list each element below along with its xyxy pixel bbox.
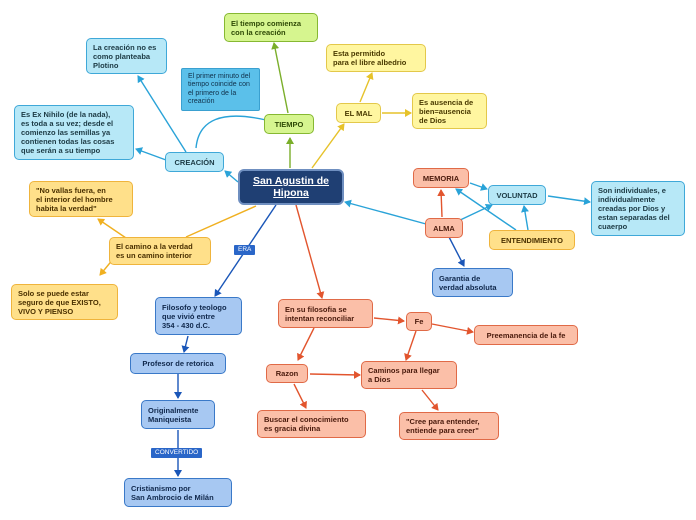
edge-elmal-libre <box>359 72 374 103</box>
node-su-filosofia[interactable]: En su filosofia se intentan reconciliar <box>278 299 373 328</box>
node-caminos[interactable]: Caminos para llegar a Dios <box>361 361 457 389</box>
node-entendimiento[interactable]: ENTENDIMIENTO <box>489 230 575 250</box>
edge-sufilosofia-fe <box>373 316 405 325</box>
edge-center-elmal <box>311 123 345 169</box>
central-topic-label: San Agustin de Hipona <box>252 175 330 199</box>
node-profesor[interactable]: Profesor de retorica <box>130 353 226 374</box>
node-camino-verdad[interactable]: El camino a la verdad es un camino inter… <box>109 237 211 265</box>
node-buscar[interactable]: Buscar el conocimiento es gracia divina <box>257 410 366 438</box>
node-libre-albedrio[interactable]: Esta permitido para el libre albedrio <box>326 44 426 72</box>
node-razon[interactable]: Razon <box>266 364 308 383</box>
edge-center-creacion <box>224 170 239 183</box>
node-tiempo-comienza[interactable]: El tiempo comienza con la creación <box>224 13 318 42</box>
node-maniqueista[interactable]: Originalmente Maniqueista <box>141 400 215 429</box>
edge-camino-novallas <box>97 218 127 239</box>
edge-tiempo-comienza <box>271 42 289 114</box>
edge-creacion-exnihilo <box>135 147 167 161</box>
node-preemanencia[interactable]: Preemanencia de la fe <box>474 325 578 345</box>
node-filosofo[interactable]: Filosofo y teologo que vivió entre 354 -… <box>155 297 242 335</box>
node-individuales[interactable]: Son individuales, e individualmente crea… <box>591 181 685 236</box>
edge-creacion-no-es <box>137 75 187 153</box>
label-convertido: CONVERTIDO <box>151 448 203 458</box>
edge-alma-center <box>344 199 427 225</box>
central-topic-san-agustin[interactable]: San Agustin de Hipona <box>238 169 344 205</box>
node-alma[interactable]: ALMA <box>425 218 463 238</box>
node-creacion-no-es[interactable]: La creación no es como planteaba Plotino <box>86 38 167 74</box>
node-cristianismo[interactable]: Cristianismo por San Ambrocio de Milán <box>124 478 232 507</box>
node-solo-se-puede[interactable]: Solo se puede estar seguro de que EXISTO… <box>11 284 118 320</box>
node-tiempo[interactable]: TIEMPO <box>264 114 314 134</box>
edge-alma-garantia <box>448 236 465 267</box>
node-ausencia-bien[interactable]: Es ausencia de bien=ausencia de Dios <box>412 93 487 129</box>
edge-alma-memoria <box>437 189 446 218</box>
edge-entend-voluntad <box>521 205 529 231</box>
edge-sufilosofia-razon <box>297 327 315 361</box>
node-memoria[interactable]: MEMORIA <box>413 168 469 188</box>
edge-tiempo-primer <box>195 115 267 149</box>
node-voluntad[interactable]: VOLUNTAD <box>488 185 546 205</box>
edge-center-camino <box>185 205 257 238</box>
edge-center-sufilosofia <box>295 204 325 299</box>
label-era: ERA <box>234 245 256 255</box>
node-creacion[interactable]: CREACIÓN <box>165 152 224 172</box>
node-fe[interactable]: Fe <box>406 312 432 331</box>
edge-razon-caminos <box>309 370 361 379</box>
edge-fe-preemanencia <box>431 323 474 335</box>
node-cree-para[interactable]: "Cree para entender, entiende para creer… <box>399 412 499 440</box>
node-garantia[interactable]: Garantia de verdad absoluta <box>432 268 513 297</box>
edge-filosofo-profesor <box>181 335 190 353</box>
edge-entend-memoria <box>455 188 517 231</box>
note-primer-minuto[interactable]: El primer minuto del tiempo coincide con… <box>181 68 260 111</box>
node-ex-nihilo[interactable]: Es Ex Nihilo (de la nada), es toda a su … <box>14 105 134 160</box>
edge-fe-caminos <box>404 330 417 361</box>
edge-voluntad-individuales <box>547 195 591 206</box>
node-el-mal[interactable]: EL MAL <box>336 103 381 123</box>
node-no-vallas[interactable]: "No vallas fuera, en el interior del hom… <box>29 181 133 217</box>
edge-memoria-voluntad <box>469 182 488 191</box>
edge-razon-buscar <box>293 383 307 409</box>
edge-caminos-cree <box>421 389 439 411</box>
